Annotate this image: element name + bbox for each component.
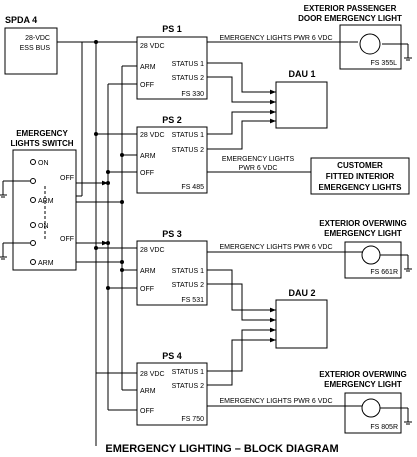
status-signal-wiring (207, 62, 276, 386)
light3-pwr-label: EMERGENCY LIGHTS PWR 6 VDC (219, 398, 332, 405)
ps3-off-label: OFF (140, 286, 154, 293)
ps2-box (136, 126, 208, 194)
ps2-status2-label: STATUS 2 (172, 147, 205, 154)
ps3-id: FS 531 (181, 297, 204, 304)
switch-on-label-2: ON (38, 223, 49, 230)
ps3-title: PS 3 (162, 229, 182, 239)
ps1-status1-label: STATUS 1 (172, 61, 205, 68)
light3-title-line1: EXTERIOR OVERWING (319, 370, 406, 379)
light1-id: FS 355L (371, 60, 398, 67)
light2-title-line2: EMERGENCY LIGHT (324, 229, 402, 238)
ps1-id: FS 330 (181, 91, 204, 98)
switch-arm-label-2: ARM (38, 260, 54, 267)
ps1-off-label: OFF (140, 82, 154, 89)
light3-ground (380, 407, 412, 425)
customer-line3: EMERGENCY LIGHTS (319, 183, 403, 192)
ps2-vdc-label: 28 VDC (140, 132, 165, 139)
ps2-status1-label: STATUS 1 (172, 132, 205, 139)
dau1-title: DAU 1 (288, 69, 315, 79)
customer-lights-box (310, 157, 410, 195)
light1-title-line1: EXTERIOR PASSENGER (304, 4, 397, 13)
ps2-arm-label: ARM (140, 153, 156, 160)
light1-box (339, 24, 402, 70)
light2-ground (380, 254, 412, 272)
light3-title-line2: EMERGENCY LIGHT (324, 380, 402, 389)
ps4-title: PS 4 (162, 351, 182, 361)
light1-title-line2: DOOR EMERGENCY LIGHT (298, 14, 402, 23)
bus-wiring (44, 40, 137, 446)
switch-off-label-2: OFF (60, 236, 74, 243)
ps1-title: PS 1 (162, 24, 182, 34)
ps4-id: FS 750 (181, 416, 204, 423)
ps3-arm-label: ARM (140, 268, 156, 275)
switch-contacts: ON OFF ARM ON OFF ARM (0, 159, 74, 267)
ps4-box (136, 362, 208, 426)
ps1-arm-label: ARM (140, 64, 156, 71)
ps4-arm-label: ARM (140, 388, 156, 395)
light2-pwr-label: EMERGENCY LIGHTS PWR 6 VDC (219, 244, 332, 251)
spda-box (4, 27, 58, 75)
emergency-lights-switch[interactable] (12, 149, 77, 271)
ps2-pwr-label-line1: EMERGENCY LIGHTS (222, 156, 295, 163)
ps4-status1-label: STATUS 1 (172, 369, 205, 376)
ps1-box (136, 36, 208, 100)
diagram-title: EMERGENCY LIGHTING – BLOCK DIAGRAM (105, 443, 338, 455)
dau2-box (275, 299, 328, 349)
spda-voltage-label: 28-VDC (25, 35, 50, 42)
ps4-vdc-label: 28 VDC (140, 371, 165, 378)
switch-off-label-1: OFF (60, 175, 74, 182)
light2-id: FS 661R (370, 269, 398, 276)
customer-line1: CUSTOMER (337, 161, 383, 170)
dau2-title: DAU 2 (288, 288, 315, 298)
light2-box (344, 241, 402, 279)
spda-bus-label: ESS BUS (20, 45, 51, 52)
ps3-status2-label: STATUS 2 (172, 282, 205, 289)
dau1-box (275, 81, 328, 129)
light1-lamp-icon (359, 33, 381, 55)
ps2-pwr-label-line2: PWR 6 VDC (239, 165, 278, 172)
ps1-vdc-label: 28 VDC (140, 43, 165, 50)
ps3-vdc-label: 28 VDC (140, 247, 165, 254)
ps2-title: PS 2 (162, 115, 182, 125)
ps2-off-label: OFF (140, 170, 154, 177)
light2-title-line1: EXTERIOR OVERWING (319, 219, 406, 228)
ps1-status2-label: STATUS 2 (172, 75, 205, 82)
switch-title-line2: LIGHTS SWITCH (10, 139, 73, 148)
switch-on-label-1: ON (38, 160, 49, 167)
light1-pwr-label: EMERGENCY LIGHTS PWR 6 VDC (219, 35, 332, 42)
light3-id: FS 805R (370, 424, 398, 431)
ps3-box (136, 240, 208, 306)
ps2-id: FS 485 (181, 184, 204, 191)
switch-title-line1: EMERGENCY (16, 129, 68, 138)
switch-arm-label-1: ARM (38, 198, 54, 205)
ps3-status1-label: STATUS 1 (172, 268, 205, 275)
spda-title: SPDA 4 (5, 15, 37, 25)
customer-line2: FITTED INTERIOR (326, 172, 395, 181)
ps4-status2-label: STATUS 2 (172, 383, 205, 390)
ps4-off-label: OFF (140, 408, 154, 415)
light1-ground (382, 43, 412, 61)
